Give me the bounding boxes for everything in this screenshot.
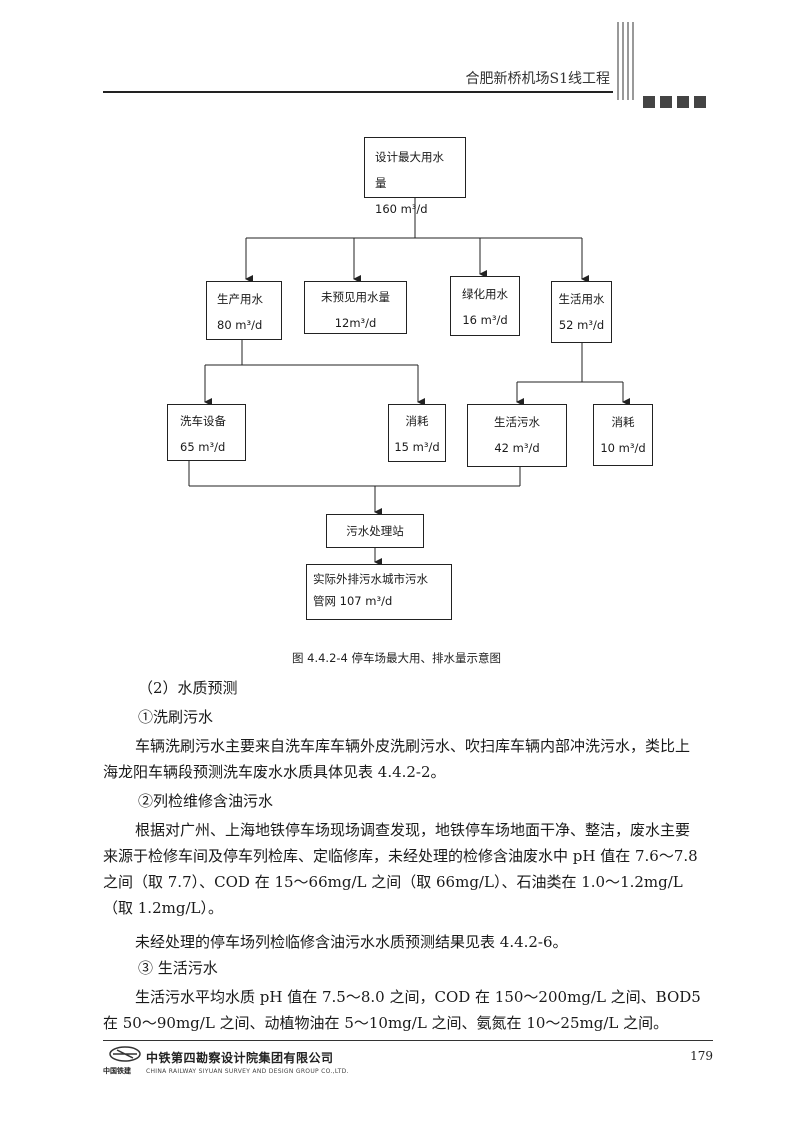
box-design-max-water: 设计最大用水量 160 m³/d [364, 137, 466, 216]
box-value: 16 m³/d [462, 313, 508, 327]
box-line2: 管网 107 m³/d [313, 594, 393, 608]
box-value: 42 m³/d [494, 441, 540, 455]
footer-rule [103, 1040, 713, 1041]
box-label: 设计最大用水量 [375, 150, 444, 190]
box-label: 未预见用水量 [321, 290, 390, 304]
box-value: 80 m³/d [217, 318, 263, 332]
box-label: 生活污水 [494, 415, 540, 429]
item3-text: 生活污水平均水质 pH 值在 7.5～8.0 之间，COD 在 150～200m… [103, 988, 701, 1032]
box-consumption-1: 消耗 15 m³/d [388, 404, 446, 462]
box-label: 绿化用水 [462, 287, 508, 301]
box-unforeseen-water: 未预见用水量 12m³/d [304, 281, 407, 334]
item3-title: ③ 生活污水 [138, 959, 218, 977]
box-label: 消耗 [611, 415, 635, 429]
box-value: 52 m³/d [558, 318, 605, 332]
figure-caption: 图 4.4.2-4 停车场最大用、排水量示意图 [291, 651, 502, 665]
item1-text: 车辆洗刷污水主要来自洗车库车辆外皮洗刷污水、吹扫库车辆内部冲洗污水，类比上海龙阳… [103, 737, 691, 781]
box-value: 15 m³/d [394, 440, 440, 454]
box-label: 生产用水 [217, 292, 263, 306]
item2-text2: 未经处理的停车场列检临修含油污水水质预测结果见表 4.4.2-6。 [135, 933, 568, 951]
box-value: 65 m³/d [180, 440, 226, 454]
item1-title: ①洗刷污水 [138, 708, 214, 726]
item2-text: 根据对广州、上海地铁停车场现场调查发现，地铁停车场地面干净、整洁，废水主要来源于… [103, 821, 698, 917]
item2-title: ②列检维修含油污水 [138, 792, 274, 810]
company-logo-icon [109, 1046, 141, 1062]
box-label: 生活用水 [558, 292, 605, 306]
header-rule [103, 91, 613, 93]
footer-company-cn: 中铁第四勘察设计院集团有限公司 [146, 1051, 334, 1065]
section-heading: （2）水质预测 [138, 679, 238, 697]
box-label: 洗车设备 [180, 414, 226, 428]
box-line1: 实际外排污水城市污水 [313, 572, 428, 586]
box-value: 12m³/d [334, 316, 377, 330]
page-number: 179 [690, 1049, 713, 1063]
box-label: 消耗 [405, 414, 429, 428]
box-domestic-sewage: 生活污水 42 m³/d [467, 404, 567, 467]
box-production-water: 生产用水 80 m³/d [206, 281, 282, 340]
header-title: 合肥新桥机场S1线工程 [465, 71, 611, 87]
box-discharge: 实际外排污水城市污水 管网 107 m³/d [306, 564, 452, 620]
box-value: 160 m³/d [375, 202, 428, 216]
box-greening-water: 绿化用水 16 m³/d [450, 276, 520, 336]
box-value: 10 m³/d [600, 441, 646, 455]
footer-brand: 中国铁建 [103, 1067, 131, 1075]
box-sewage-treatment: 污水处理站 [326, 514, 424, 548]
box-car-wash: 洗车设备 65 m³/d [167, 404, 246, 461]
box-label: 污水处理站 [346, 524, 404, 538]
box-consumption-2: 消耗 10 m³/d [593, 404, 653, 466]
footer-company-en: CHINA RAILWAY SIYUAN SURVEY AND DESIGN G… [146, 1068, 349, 1075]
flowchart-connectors [188, 197, 630, 566]
box-domestic-water: 生活用水 52 m³/d [551, 281, 612, 343]
